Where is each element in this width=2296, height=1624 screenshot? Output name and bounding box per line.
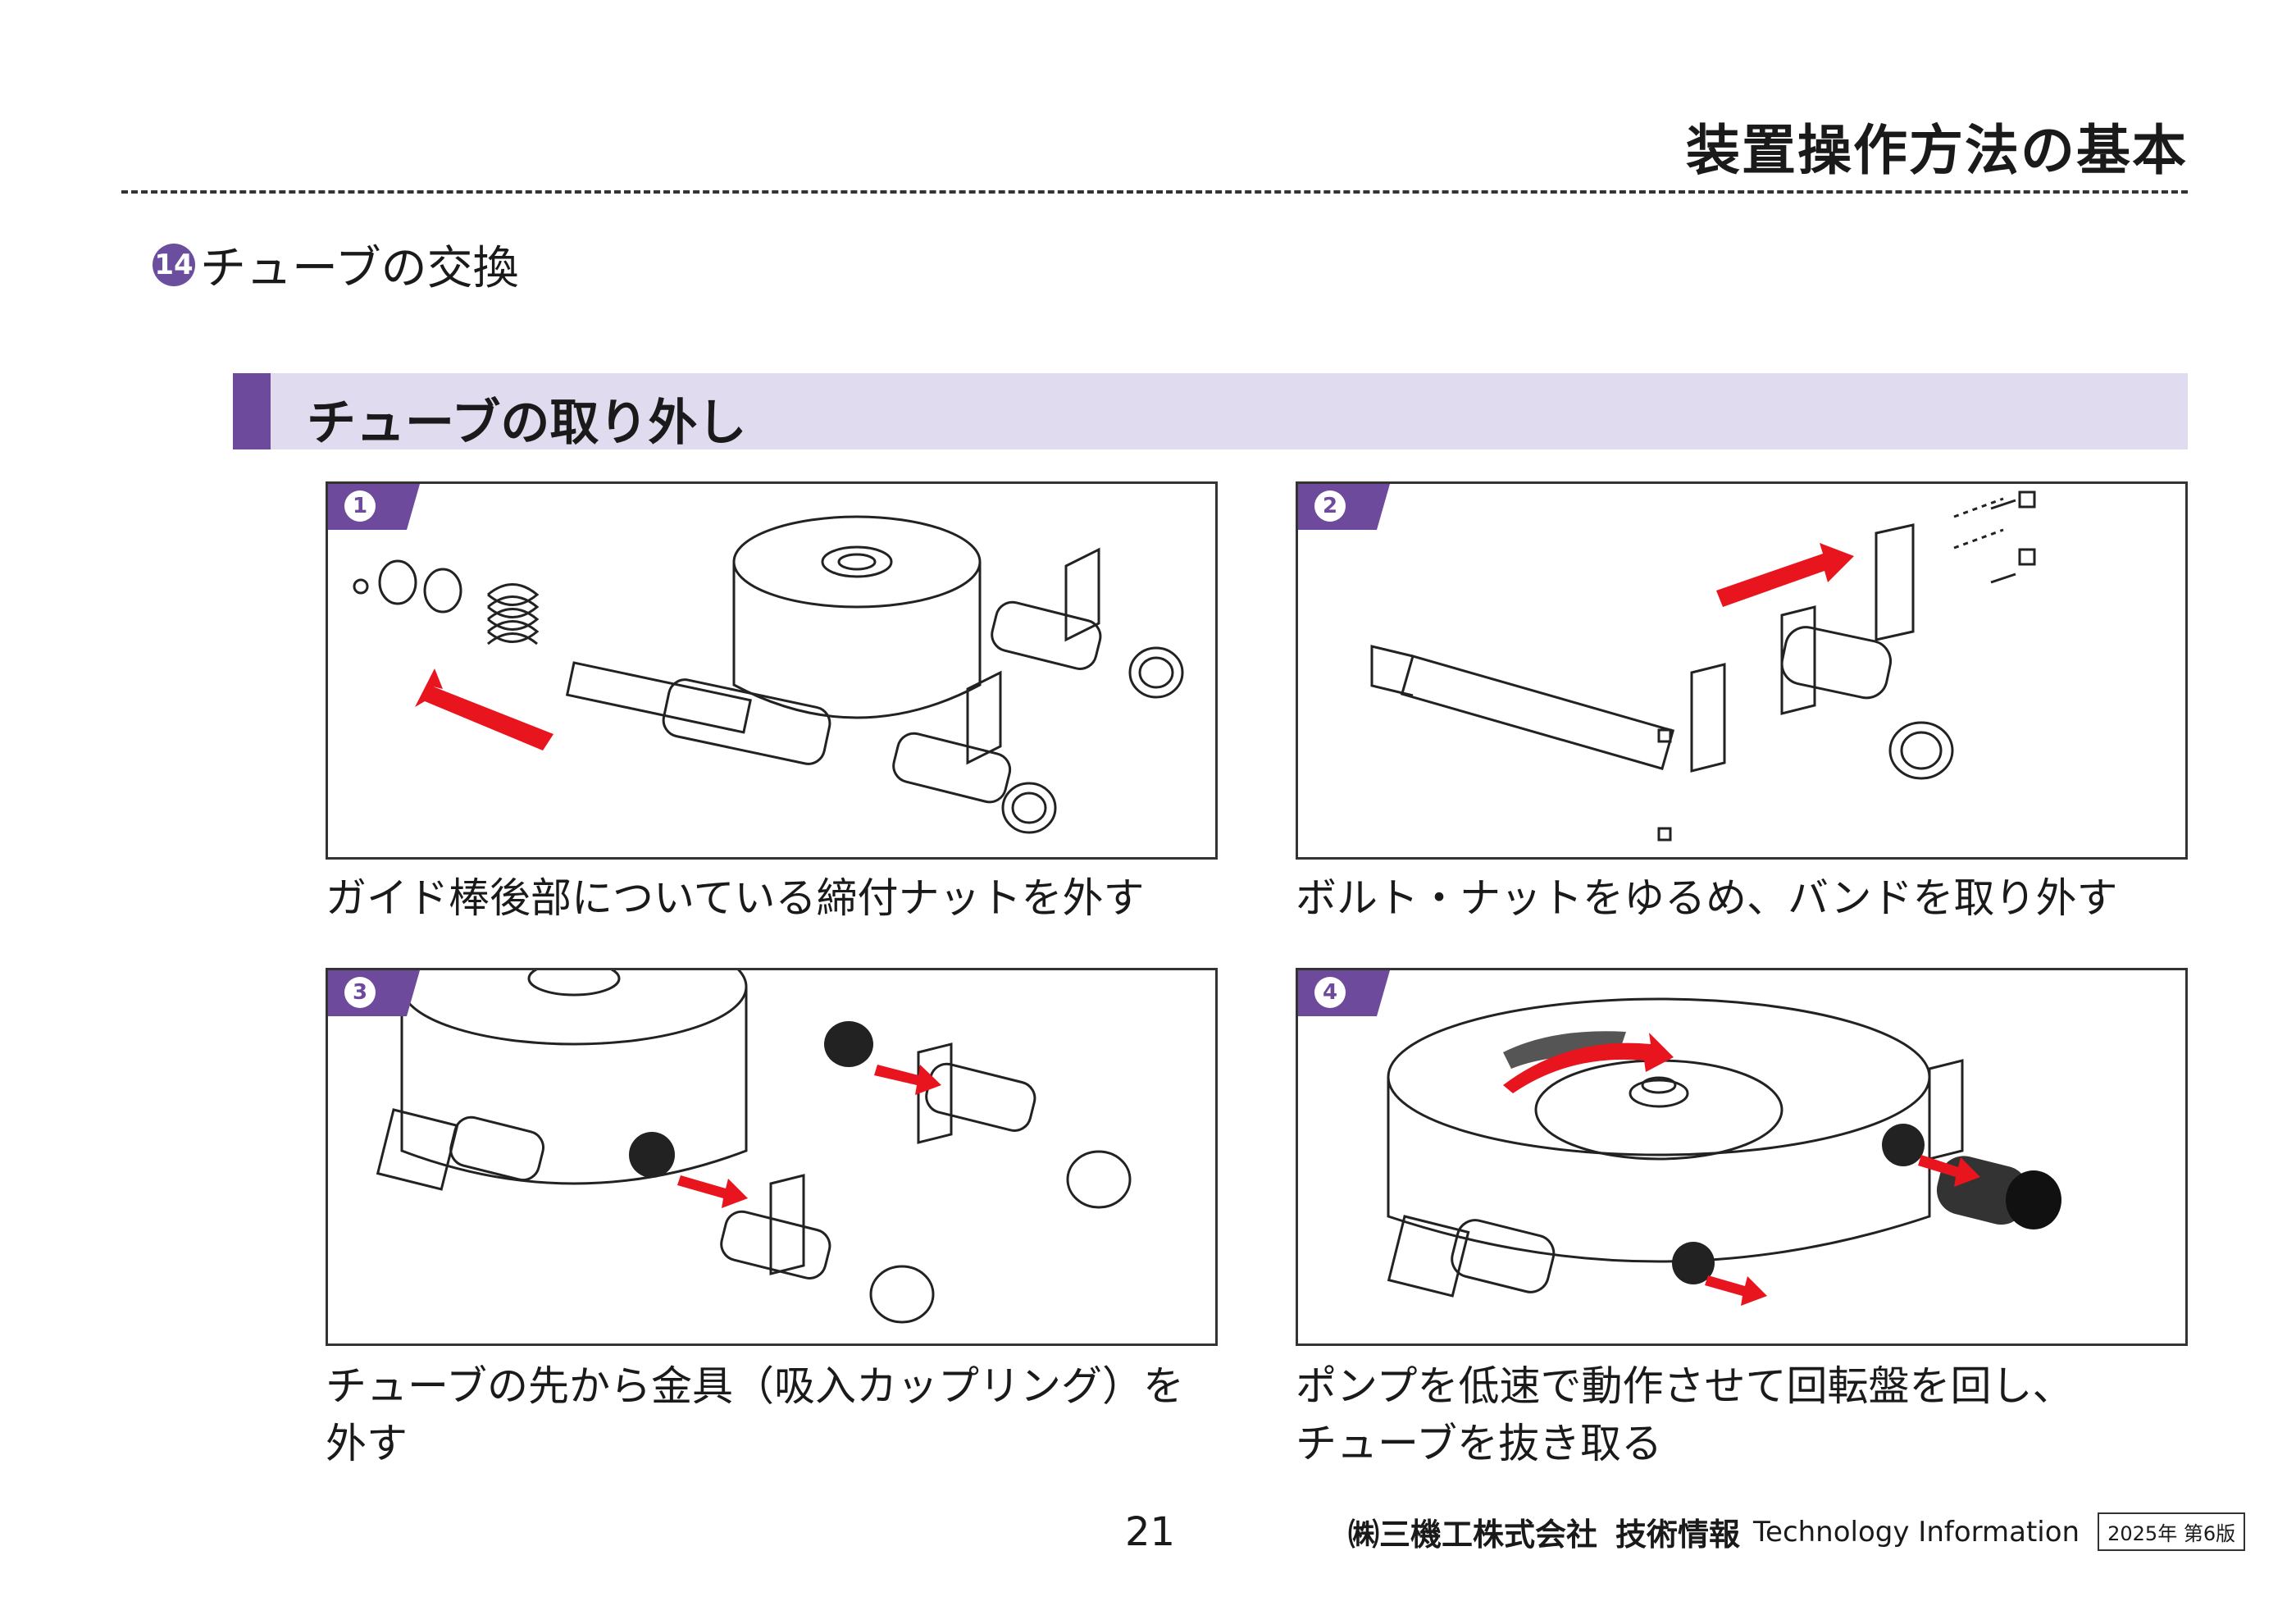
section-heading: 14 チューブの交換 [153, 231, 519, 298]
step-4-tag: 4 [1298, 970, 1390, 1016]
subsection-band: チューブの取り外し [233, 373, 2188, 452]
step-3-caption: チューブの先から金具（吸入カップリング）を 外す [326, 1357, 1184, 1472]
step-3-tag: 3 [328, 970, 420, 1016]
step-4-panel: 4 [1296, 968, 2188, 1346]
step-1-number: 1 [344, 490, 376, 522]
section-number-badge: 14 [153, 243, 195, 286]
step-3-number: 3 [344, 977, 376, 1008]
step-2-panel: 2 [1296, 481, 2188, 860]
page-title: 装置操作方法の基本 [1686, 119, 2188, 182]
step-3-caption-line-1: チューブの先から金具（吸入カップリング）を [326, 1362, 1184, 1410]
step-4-caption-line-1: ポンプを低速で動作させて回転盤を回し、 [1296, 1362, 2074, 1410]
step-4-number: 4 [1314, 977, 1346, 1008]
section-title: チューブの交換 [200, 242, 519, 295]
step-3-caption-line-2: 外す [326, 1420, 408, 1467]
page-number: 21 [1125, 1509, 1176, 1555]
step-4-caption: ポンプを低速で動作させて回転盤を回し、 チューブを抜き取る [1296, 1357, 2074, 1472]
step-1-panel: 1 [326, 481, 1218, 860]
step-4-caption-line-2: チューブを抜き取る [1296, 1420, 1662, 1467]
step-2-tag: 2 [1298, 484, 1390, 530]
band-accent-bar [233, 373, 271, 449]
step-4-illustration [1387, 997, 2061, 1306]
step-1-illustration [353, 515, 1184, 834]
step-1-tag: 1 [328, 484, 420, 530]
subsection-title: チューブの取り外し [307, 395, 747, 452]
footer-tech-info-jp: 技術情報 [1615, 1517, 1741, 1553]
step-2-caption: ボルト・ナットをゆるめ、バンドを取り外す [1296, 874, 2118, 922]
company-logo: ㈱三機工株式会社 [1348, 1517, 1598, 1553]
step-3-panel: 3 [326, 968, 1218, 1346]
step-2-illustration [1370, 490, 2036, 842]
header-divider [121, 190, 2188, 194]
edition-badge: 2025年 第6版 [2098, 1512, 2246, 1551]
footer-tech-info-en: Technology Information [1753, 1515, 2080, 1549]
step-2-number: 2 [1314, 490, 1346, 522]
footer: ㈱三機工株式会社 技術情報 Technology Information 202… [1348, 1509, 2246, 1554]
step-3-illustration [376, 970, 1132, 1324]
step-1-caption: ガイド棒後部についている締付ナットを外す [326, 874, 1145, 922]
